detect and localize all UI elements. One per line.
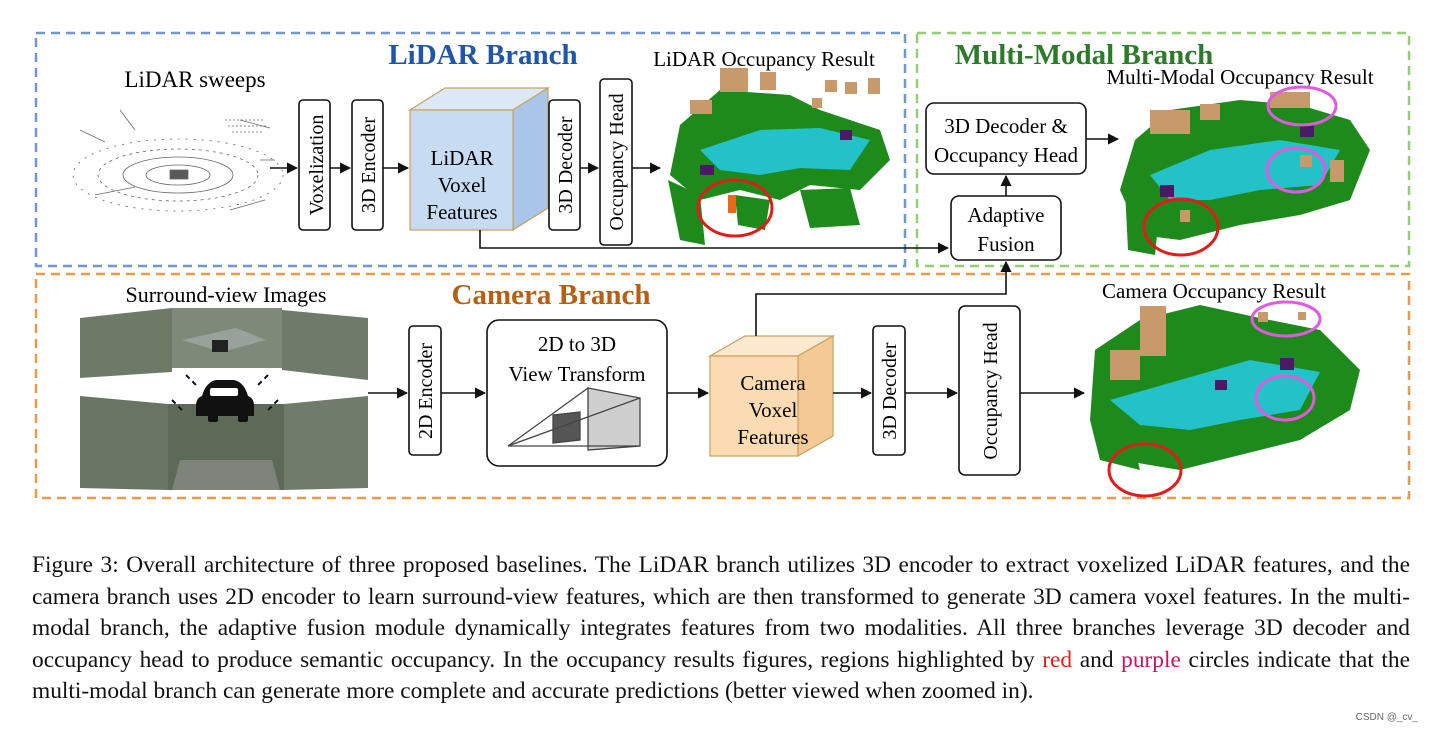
camera-2d-encoder-block [408, 325, 442, 456]
camera-voxel-features-line2: Voxel [749, 398, 798, 422]
lidar-3d-decoder-label: 3D Decoder [555, 116, 577, 214]
surround-view-label: Surround-view Images [125, 282, 326, 307]
camera-result-label: Camera Occupancy Result [1102, 279, 1326, 303]
architecture-figure: LiDAR Branch Multi-Modal Branch Camera B… [34, 31, 1411, 500]
lidar-sweeps-label: LiDAR sweeps [124, 67, 265, 92]
car-icon [171, 374, 279, 422]
camera-occupancy-image [1090, 305, 1360, 470]
mm-decoder-head-line2: Occupancy Head [934, 143, 1079, 167]
caption-part2: and [1072, 646, 1122, 673]
lidar-sweeps-image [72, 109, 284, 212]
caption-part3: circles indicate that the multi-modal br… [32, 646, 1411, 705]
lidar-3d-decoder-block [548, 99, 581, 231]
mm-purple-circle-top [1266, 85, 1338, 127]
lidar-occupancy-result-label: LiDAR Occupancy Result [653, 47, 875, 71]
view-transform-line1: 2D to 3D [538, 332, 616, 356]
lidar-voxel-features-line2: Voxel [438, 173, 487, 197]
camera-occupancy-head-label: Occupancy Head [980, 322, 1002, 459]
camera-branch-border [34, 272, 1411, 500]
camera-2d-encoder-label: 2D Encoder [415, 343, 437, 439]
mm-purple-circle-mid [1265, 146, 1327, 194]
multimodal-result-label: Multi-Modal Occupancy Result [1106, 65, 1373, 89]
lidar-3d-encoder-block [351, 99, 384, 231]
multimodal-branch-title: Multi-Modal Branch [955, 39, 1214, 71]
view-transform-line2: View Transform [509, 362, 646, 386]
caption-purple-word: purple [1121, 646, 1181, 673]
camera-branch-title: Camera Branch [452, 279, 651, 311]
lidar-red-circle [696, 178, 774, 238]
frustum-illustration [507, 387, 641, 451]
lidar-branch-border [34, 31, 907, 268]
adaptive-fusion-line2: Fusion [977, 232, 1035, 256]
caption-part1: Figure 3: Overall architecture of three … [32, 552, 1410, 673]
camera-red-circle [1107, 442, 1183, 498]
lidar-occupancy-image [668, 68, 890, 245]
camera-purple-circle-top [1250, 300, 1322, 338]
lidar-occupancy-head-label: Occupancy Head [606, 93, 628, 230]
camera-3d-decoder-label: 3D Decoder [879, 342, 901, 440]
figure-caption: Figure 3: Overall architecture of three … [32, 550, 1410, 708]
camera-voxel-features-line3: Features [737, 425, 808, 449]
arrow-lidar-features-to-fusion [479, 230, 950, 254]
mm-red-circle [1142, 197, 1220, 257]
lidar-branch-title: LiDAR Branch [388, 39, 577, 71]
adaptive-fusion-line1: Adaptive [968, 203, 1045, 227]
mm-decoder-head-line1: 3D Decoder & [944, 114, 1068, 138]
voxelization-block [298, 99, 331, 231]
camera-3d-decoder-block [872, 325, 906, 456]
lidar-3d-encoder-label: 3D Encoder [358, 117, 380, 213]
lidar-voxel-features-line1: LiDAR [431, 146, 494, 170]
watermark: CSDN @_cv_ [1355, 712, 1418, 723]
lidar-voxel-features-line3: Features [426, 200, 497, 224]
lidar-voxel-features-cube [407, 86, 551, 232]
multimodal-branch-border [915, 31, 1411, 268]
lidar-occupancy-head-block [599, 78, 633, 246]
surround-view-images [80, 308, 368, 490]
voxelization-label: Voxelization [306, 115, 328, 216]
caption-red-word: red [1042, 646, 1073, 673]
arrow-camera-features-to-fusion [755, 260, 1012, 336]
multimodal-occupancy-image [1120, 92, 1370, 255]
camera-occupancy-head-block [958, 305, 1021, 476]
camera-voxel-features-line1: Camera [740, 371, 806, 395]
camera-voxel-features-cube [707, 334, 836, 458]
camera-purple-circle-mid [1254, 374, 1316, 422]
